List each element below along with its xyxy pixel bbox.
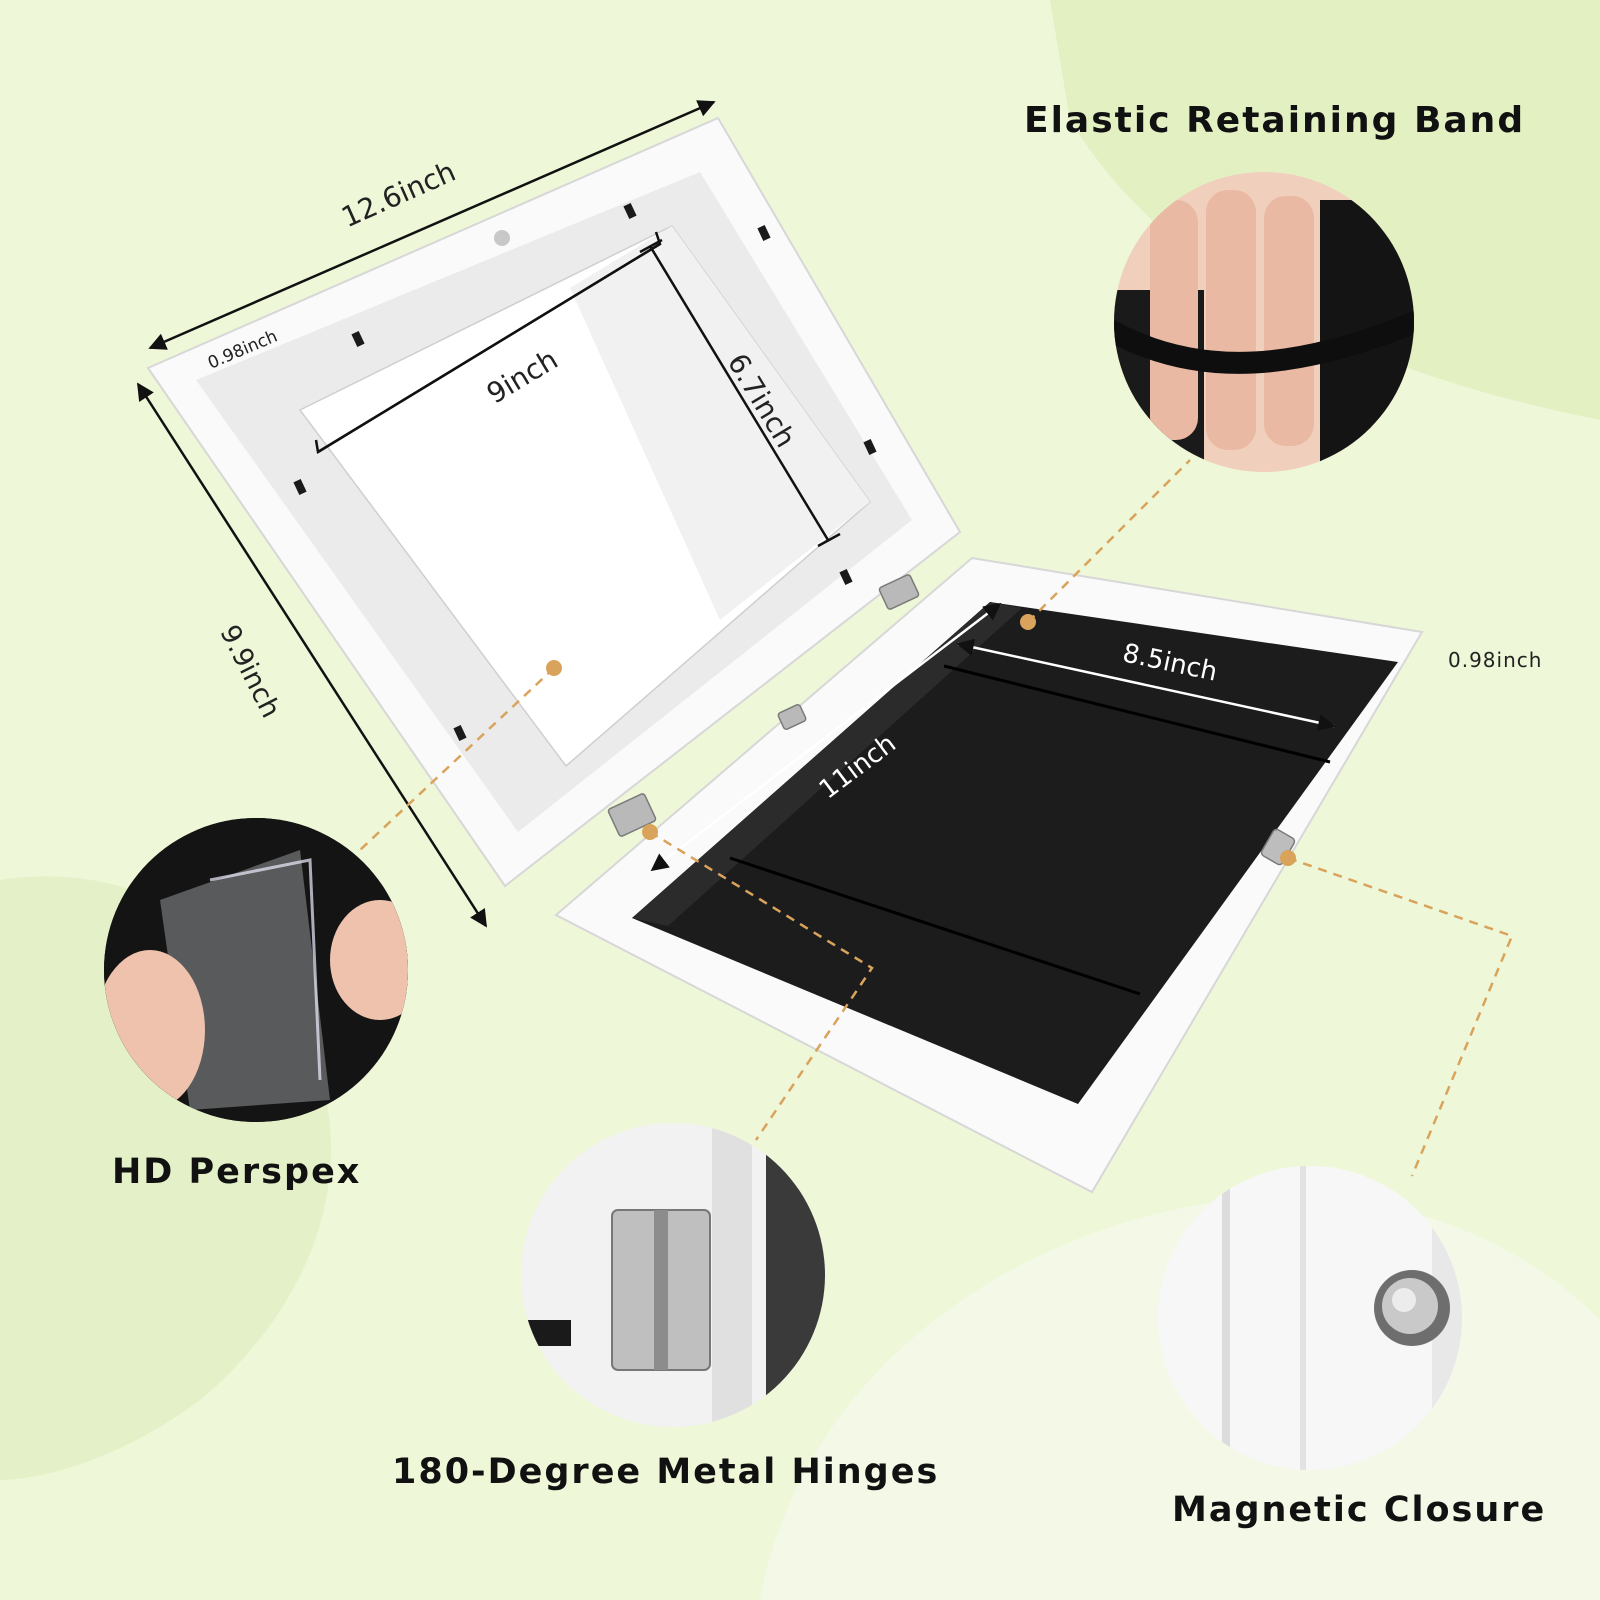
- label-metal-hinges: 180-Degree Metal Hinges: [392, 1452, 940, 1492]
- callout-dots: [546, 614, 1296, 866]
- dim-line-length: [148, 100, 716, 350]
- callout-lines: [359, 459, 1514, 1177]
- elastic-band-photo: [1114, 172, 1414, 472]
- hinge-photo: [521, 1123, 825, 1427]
- dim-line-window-height: [648, 245, 830, 541]
- label-magnetic-closure: Magnetic Closure: [1172, 1490, 1547, 1530]
- label-hd-perspex: HD Perspex: [112, 1152, 362, 1192]
- dim-line-paper-width: [956, 638, 1336, 732]
- label-elastic-band: Elastic Retaining Band: [1024, 100, 1526, 141]
- hanging-hole: [494, 230, 510, 246]
- dimension-lines: [136, 100, 1336, 928]
- perspex-photo: [104, 818, 408, 1122]
- dim-line-paper-height: [650, 602, 1002, 872]
- dim-line-height: [136, 382, 488, 928]
- dim-label-depth-right: 0.98inch: [1448, 648, 1543, 672]
